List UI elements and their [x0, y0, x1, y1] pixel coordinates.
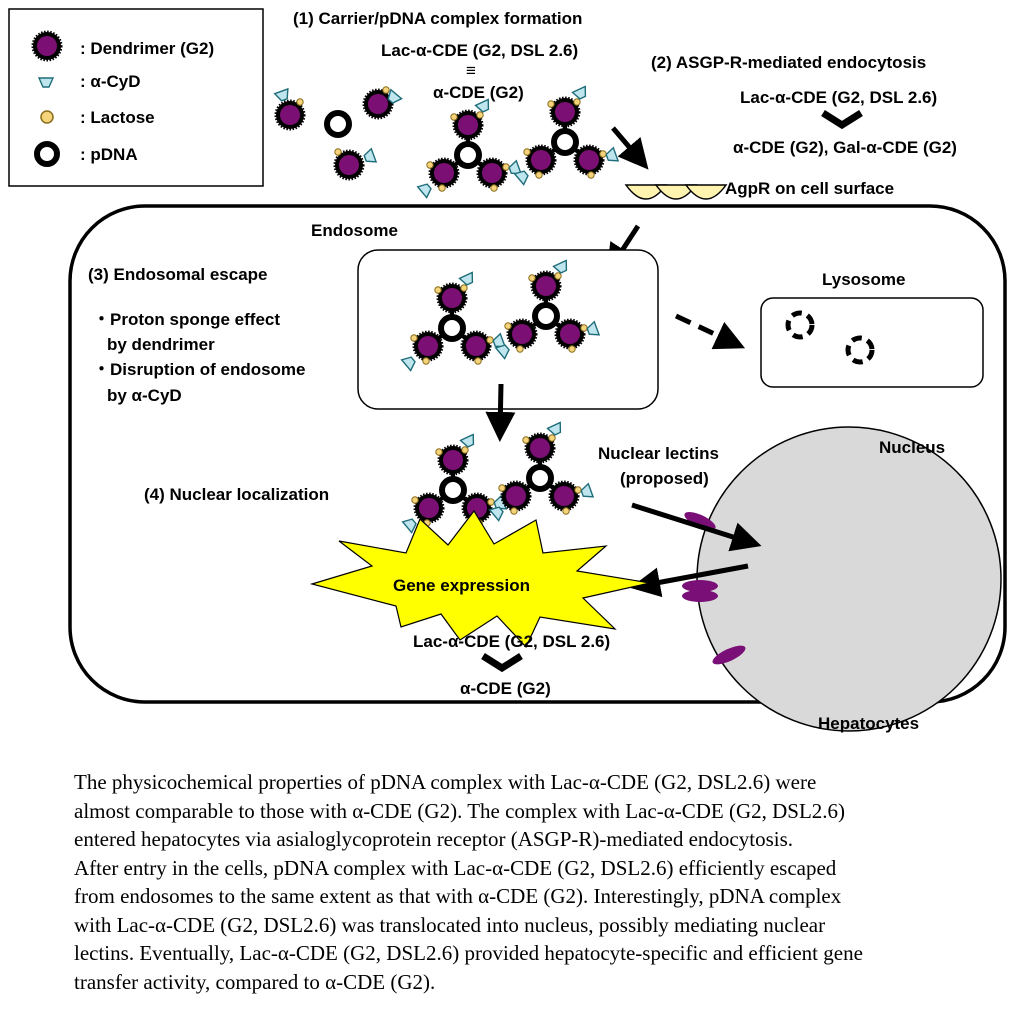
- legend-pdna-icon: [34, 141, 60, 167]
- step4-title: (4) Nuclear localization: [144, 485, 329, 504]
- caption-line: transfer activity, compared to α-CDE (G2…: [74, 969, 436, 994]
- step3-bullet2-line2: by α-CyD: [107, 386, 182, 405]
- receptors: [624, 184, 728, 200]
- legend-lactose-label: : Lactose: [80, 108, 155, 127]
- arrow-into-nucleus: [631, 502, 762, 552]
- legend-cyd-label: : α-CyD: [80, 72, 141, 91]
- step3-bullet1-line1: ・Proton sponge effect: [93, 310, 280, 329]
- step3-title: (3) Endosomal escape: [88, 265, 268, 284]
- step2-comparison-icon: [821, 110, 863, 130]
- caption-line: with Lac-α-CDE (G2, DSL2.6) was transloc…: [74, 912, 826, 937]
- caption-line: almost comparable to those with α-CDE (G…: [74, 798, 846, 823]
- step3-bullet2-line1: ・Disruption of endosome: [93, 360, 306, 379]
- nuclear-lectins-line1: Nuclear lectins: [598, 444, 719, 463]
- complex-2: [515, 87, 618, 185]
- arrow-to-lysosome: [674, 313, 746, 350]
- figure-caption: The physicochemical properties of pDNA c…: [74, 768, 1014, 996]
- caption-line: entered hepatocytes via asialoglycoprote…: [74, 827, 794, 851]
- step2-line2: α-CDE (G2), Gal-α-CDE (G2): [733, 138, 957, 157]
- gene-expression-label: Gene expression: [393, 576, 530, 595]
- bottom-compare-line1: Lac-α-CDE (G2, DSL 2.6): [413, 632, 610, 651]
- nuclear-lectins-line2: (proposed): [620, 469, 709, 488]
- caption-line: lectins. Eventually, Lac-α-CDE (G2, DSL2…: [74, 941, 863, 965]
- gene-expression-burst: [309, 509, 651, 649]
- free-pdna: [324, 110, 352, 138]
- arrow-out-of-nucleus: [630, 563, 749, 598]
- caption-line: from endosomes to the same extent as tha…: [74, 884, 842, 908]
- lysosome-label: Lysosome: [822, 270, 905, 289]
- bottom-comparison-icon: [481, 653, 523, 673]
- receptor-label: AgpR on cell surface: [725, 179, 894, 198]
- legend-pdna-label: : pDNA: [80, 145, 138, 164]
- complex-1: [418, 100, 521, 198]
- arrow-to-receptor: [611, 126, 649, 170]
- caption-line: The physicochemical properties of pDNA c…: [74, 770, 817, 794]
- caption-line: After entry in the cells, pDNA complex w…: [74, 855, 837, 880]
- legend-dendrimer-icon: [31, 30, 63, 62]
- step2-line1: Lac-α-CDE (G2, DSL 2.6): [740, 88, 937, 107]
- legend: : Dendrimer (G2) : α-CyD : Lactose : pDN…: [8, 8, 264, 187]
- step3-bullet1-line2: by dendrimer: [107, 335, 215, 354]
- step1-carrier-top: Lac-α-CDE (G2, DSL 2.6): [381, 41, 578, 60]
- step2-title: (2) ASGP-R-mediated endocytosis: [651, 53, 926, 72]
- arrow-to-cytoplasm: [485, 383, 516, 442]
- bottom-compare-line2: α-CDE (G2): [460, 679, 551, 698]
- step1-title: (1) Carrier/pDNA complex formation: [293, 9, 582, 28]
- step1-carrier-bottom: α-CDE (G2): [433, 83, 524, 102]
- lectins: [682, 511, 746, 665]
- cell-label: Hepatocytes: [818, 714, 919, 733]
- mechanism-diagram: : Dendrimer (G2) : α-CyD : Lactose : pDN…: [8, 8, 1007, 733]
- legend-dendrimer-label: : Dendrimer (G2): [80, 39, 214, 58]
- nucleus-label: Nucleus: [879, 438, 945, 457]
- step1-equiv: ≡: [466, 61, 476, 80]
- legend-lactose-icon: [40, 110, 54, 124]
- endosome-label: Endosome: [311, 221, 398, 240]
- nucleus: [696, 426, 1002, 732]
